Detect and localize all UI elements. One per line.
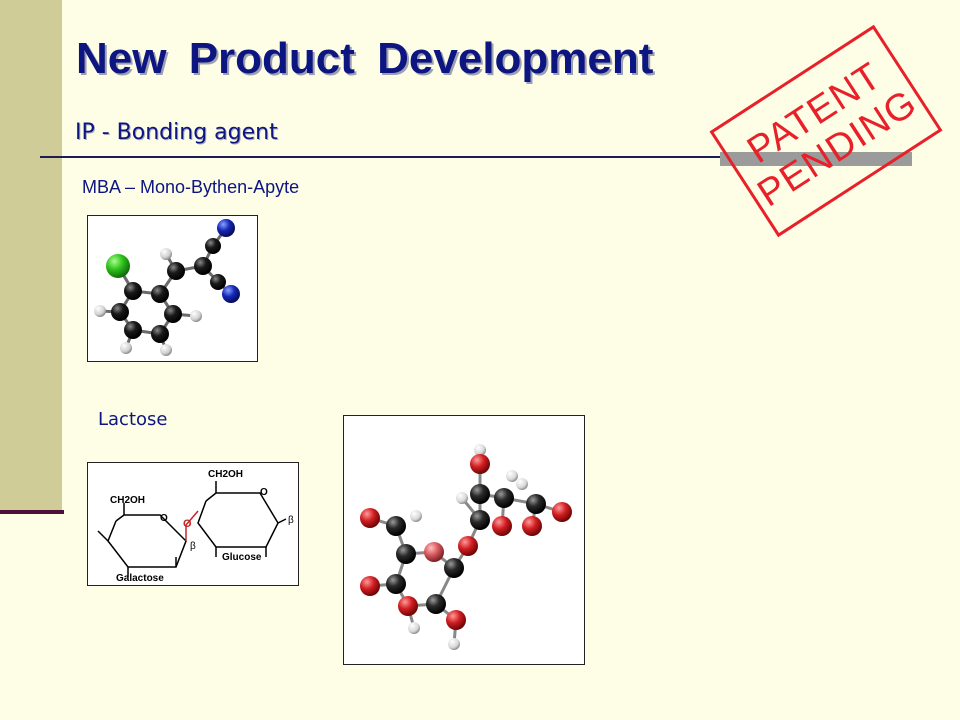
galactose-ch2oh-label: CH2OH bbox=[110, 495, 145, 506]
slide-subtitle: IP - Bonding agent bbox=[75, 120, 278, 145]
glucose-label: Glucose bbox=[222, 552, 262, 563]
lactose-haworth-image: CH2OH CH2OH O O O β β Galactose Glucose bbox=[87, 462, 299, 586]
glucose-ch2oh-label: CH2OH bbox=[208, 469, 243, 480]
lactose-ball-stick-image bbox=[343, 415, 585, 665]
beta-label-2: β bbox=[288, 515, 294, 526]
slide-title: New Product Development bbox=[76, 34, 654, 83]
lactose-caption: Lactose bbox=[98, 409, 168, 430]
patent-pending-stamp: PATENT PENDING bbox=[709, 24, 943, 238]
glycosidic-oxygen: O bbox=[183, 518, 192, 530]
galactose-ring-oxygen: O bbox=[160, 513, 168, 524]
title-divider bbox=[40, 156, 740, 158]
divider-gray-block bbox=[720, 152, 912, 166]
mba-caption: MBA – Mono-Bythen-Apyte bbox=[82, 177, 300, 197]
sidebar-accent-foot bbox=[0, 510, 64, 514]
beta-label-1: β bbox=[190, 541, 196, 552]
glucose-ring-oxygen: O bbox=[260, 487, 268, 498]
galactose-label: Galactose bbox=[116, 573, 164, 584]
sidebar-accent bbox=[0, 0, 62, 510]
mba-molecule-image bbox=[87, 215, 258, 362]
